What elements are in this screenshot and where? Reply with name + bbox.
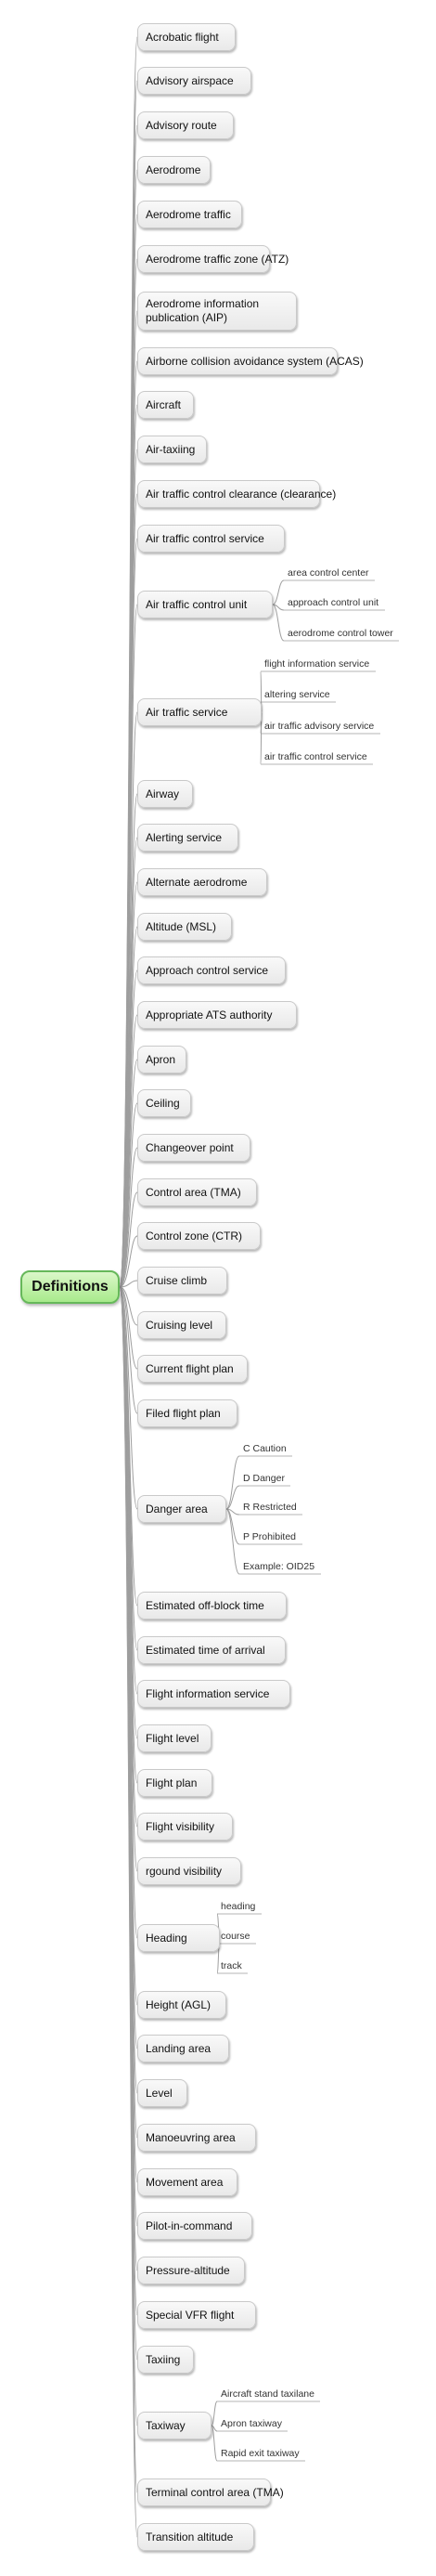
topic-node[interactable]: Cruise climb — [137, 1267, 227, 1295]
subtopic-label[interactable]: Apron taxiway — [221, 2418, 282, 2429]
topic-node[interactable]: Aerodrome — [137, 156, 211, 184]
topic-node[interactable]: Alerting service — [137, 824, 238, 852]
connector-line — [119, 1191, 138, 1288]
subtopic-label[interactable]: D Danger — [243, 1473, 285, 1484]
topic-node[interactable]: Changeover point — [137, 1134, 250, 1162]
subtopic-label[interactable]: Example: OID25 — [243, 1561, 315, 1572]
topic-node[interactable]: Flight level — [137, 1724, 212, 1752]
subtopic-connector — [211, 2425, 218, 2462]
subtopic-label[interactable]: air traffic control service — [264, 751, 367, 762]
subtopic-label[interactable]: heading — [221, 1901, 256, 1912]
topic-node[interactable]: Alternate aerodrome — [137, 868, 267, 896]
subtopic-label[interactable]: P Prohibited — [243, 1531, 297, 1542]
topic-node[interactable]: Flight information service — [137, 1680, 290, 1708]
subtopic-connector — [225, 1485, 240, 1510]
subtopic-label[interactable]: C Caution — [243, 1443, 287, 1454]
topic-node[interactable]: Acrobatic flight — [137, 23, 236, 51]
subtopic-label[interactable]: track — [221, 1960, 242, 1971]
topic-node[interactable]: Estimated off-block time — [137, 1592, 287, 1620]
subtopic-label[interactable]: area control center — [288, 567, 369, 579]
subtopic-label[interactable]: aerodrome control tower — [288, 628, 393, 639]
topic-node[interactable]: Movement area — [137, 2168, 237, 2196]
subtopic-connector — [225, 1455, 240, 1510]
topic-node[interactable]: Current flight plan — [137, 1355, 248, 1383]
topic-node[interactable]: Transition altitude — [137, 2523, 254, 2551]
topic-node[interactable]: Heading — [137, 1924, 220, 1952]
topic-node[interactable]: Aircraft — [137, 391, 194, 419]
topic-node[interactable]: Air traffic service — [137, 698, 262, 726]
connector-line — [119, 1286, 138, 2538]
topic-node[interactable]: Flight visibility — [137, 1813, 233, 1841]
connector-line — [119, 1286, 138, 1414]
topic-node[interactable]: Aerodrome traffic — [137, 201, 242, 228]
connector-line — [119, 1102, 138, 1288]
topic-node[interactable]: Air-taxiing — [137, 436, 207, 463]
topic-node[interactable]: Level — [137, 2079, 187, 2107]
subtopic-label[interactable]: approach control unit — [288, 597, 379, 608]
topic-node[interactable]: Air traffic control service — [137, 525, 285, 553]
topic-node[interactable]: Airborne collision avoidance system (ACA… — [137, 347, 364, 375]
topic-node[interactable]: Aerodrome information publication (AIP) — [137, 292, 297, 331]
connector-line — [119, 1286, 138, 1370]
topic-node[interactable]: Landing area — [137, 2035, 229, 2062]
topic-node[interactable]: Terminal control area (TMA) — [137, 2478, 284, 2506]
topic-node[interactable]: Air traffic control unit — [137, 591, 273, 618]
subtopic-label[interactable]: R Restricted — [243, 1502, 297, 1513]
topic-node[interactable]: Approach control service — [137, 956, 286, 984]
topic-node[interactable]: Taxiing — [137, 2346, 194, 2374]
topic-node[interactable]: Apron — [137, 1046, 186, 1073]
connector-line — [119, 1235, 138, 1288]
topic-node[interactable]: Control zone (CTR) — [137, 1222, 261, 1250]
subtopic-connector — [211, 2400, 218, 2426]
topic-node[interactable]: Estimated time of arrival — [137, 1636, 286, 1664]
topic-node[interactable]: Flight plan — [137, 1769, 212, 1797]
subtopic-label[interactable]: Rapid exit taxiway — [221, 2448, 300, 2459]
connector-line — [119, 1147, 138, 1288]
topic-node[interactable]: Advisory route — [137, 111, 234, 139]
subtopic-connector — [272, 579, 285, 605]
subtopic-label[interactable]: altering service — [264, 689, 330, 700]
connector-line — [119, 1286, 138, 1510]
topic-node[interactable]: Danger area — [137, 1495, 226, 1523]
topic-node[interactable]: Ceiling — [137, 1089, 191, 1117]
topic-node[interactable]: Manoeuvring area — [137, 2124, 256, 2152]
subtopic-connector — [225, 1508, 240, 1575]
topic-node[interactable]: Aerodrome traffic zone (ATZ) — [137, 245, 289, 273]
topic-node[interactable]: Filed flight plan — [137, 1399, 237, 1427]
topic-node[interactable]: Special VFR flight — [137, 2301, 256, 2329]
topic-node[interactable]: Taxiway — [137, 2412, 212, 2439]
topic-node[interactable]: Airway — [137, 780, 193, 808]
topic-node[interactable]: Cruising level — [137, 1311, 226, 1339]
topic-node[interactable]: Appropriate ATS authority — [137, 1001, 297, 1029]
topic-node[interactable]: Altitude (MSL) — [137, 913, 232, 941]
topic-node[interactable]: Advisory airspace — [137, 67, 251, 95]
subtopic-label[interactable]: air traffic advisory service — [264, 721, 375, 732]
subtopic-connector — [272, 604, 285, 642]
subtopic-label[interactable]: flight information service — [264, 658, 370, 670]
topic-node[interactable]: Height (AGL) — [137, 1991, 226, 2019]
topic-node[interactable]: rgound visibility — [137, 1857, 241, 1885]
connector-line — [119, 1280, 138, 1288]
topic-node[interactable]: Pressure-altitude — [137, 2257, 245, 2284]
subtopic-label[interactable]: Aircraft stand taxilane — [221, 2388, 314, 2400]
topic-node[interactable]: Control area (TMA) — [137, 1178, 257, 1206]
root-topic-definitions[interactable]: Definitions — [20, 1270, 120, 1304]
topic-node[interactable]: Air traffic control clearance (clearance… — [137, 480, 336, 508]
topic-node[interactable]: Pilot-in-command — [137, 2212, 252, 2240]
subtopic-label[interactable]: course — [221, 1931, 250, 1942]
